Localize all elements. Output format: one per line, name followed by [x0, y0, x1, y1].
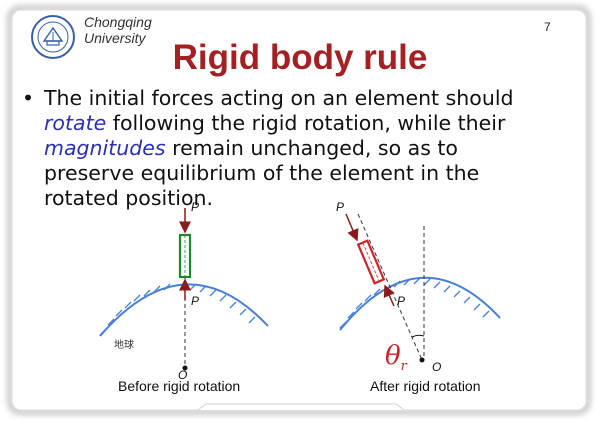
earth-surface-left — [99, 283, 269, 337]
bullet-dot: • — [22, 86, 35, 110]
bullet-highlight-magnitudes: magnitudes — [44, 136, 166, 160]
force-arrow-top-right — [345, 213, 359, 242]
slide-title: Rigid body rule — [172, 38, 428, 77]
force-label-top-left: P — [191, 200, 200, 214]
force-arrow-bottom-right — [383, 284, 395, 307]
bullet-part3: remain unchanged, so as to preserve equi… — [44, 136, 480, 210]
theta-subscript: r — [400, 359, 407, 375]
force-label-bottom-left: P — [191, 294, 200, 308]
university-line2: University — [84, 30, 146, 46]
earth-surface-right — [339, 276, 501, 331]
earth-label: 地球 — [114, 340, 134, 351]
university-logo-icon — [31, 15, 75, 59]
bullet-part1: The initial forces acting on an element … — [44, 86, 514, 110]
before-rotation-figure — [99, 208, 269, 371]
rotation-angle-label: θr — [385, 341, 407, 374]
radius-line-right — [357, 213, 423, 361]
force-label-bottom-right: P — [397, 294, 406, 308]
bullet-part2: following the rigid rotation, while thei… — [106, 111, 506, 135]
university-line1: Chongqing — [84, 14, 152, 30]
theta-symbol: θ — [385, 341, 401, 371]
after-rotation-figure — [339, 213, 501, 363]
caption-after: After rigid rotation — [370, 378, 481, 394]
university-name: Chongqing University — [84, 14, 152, 46]
origin-point-left — [182, 365, 188, 371]
origin-label-left: O — [178, 368, 188, 382]
rotation-angle-arc — [411, 334, 425, 338]
origin-label-right: O — [432, 360, 442, 374]
bullet-text: • The initial forces acting on an elemen… — [22, 86, 554, 211]
bullet-highlight-rotate: rotate — [44, 111, 107, 135]
page-number: 7 — [544, 20, 551, 34]
caption-before: Before rigid rotation — [118, 378, 241, 394]
force-label-top-right: P — [336, 200, 345, 214]
origin-point-right — [419, 357, 425, 363]
